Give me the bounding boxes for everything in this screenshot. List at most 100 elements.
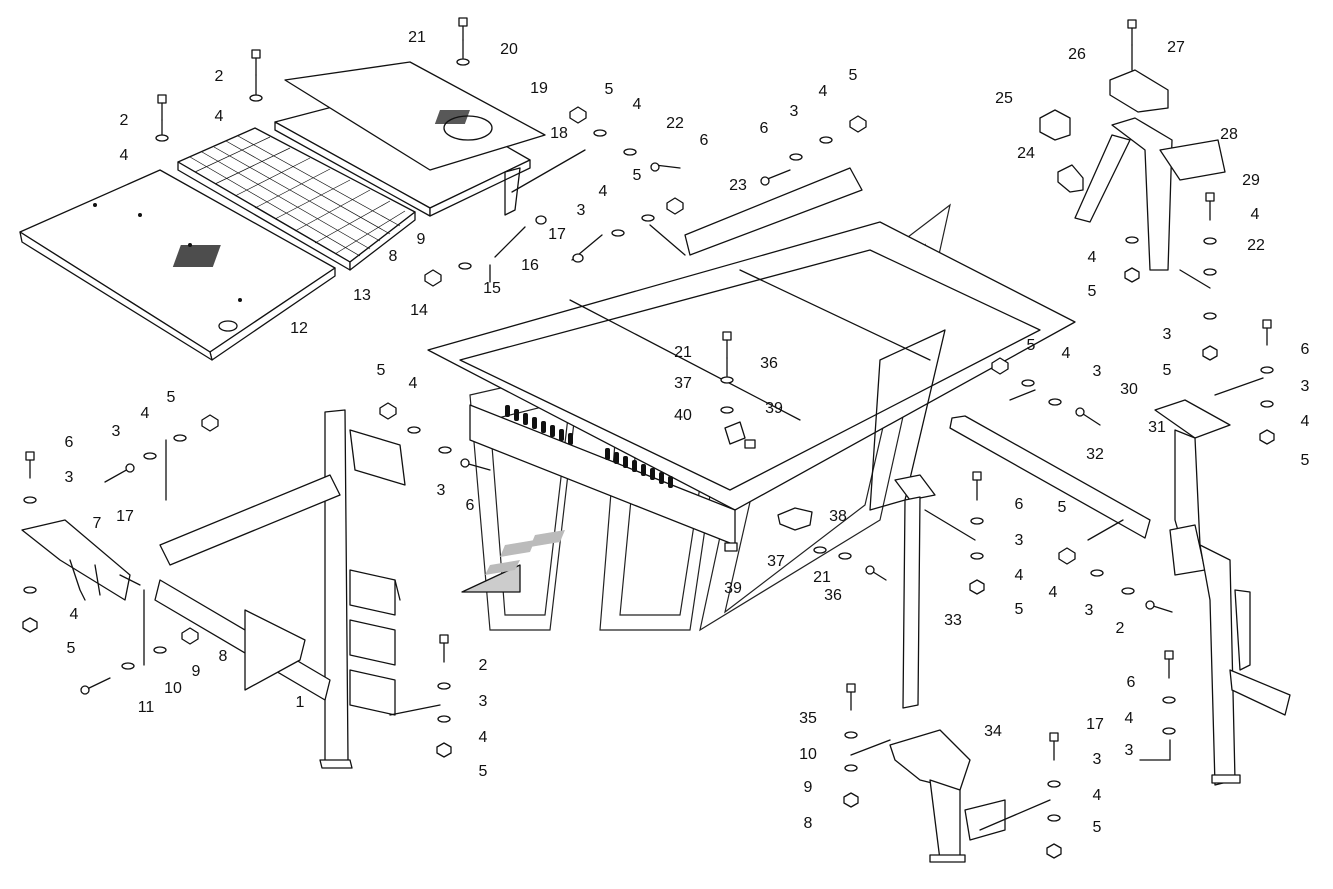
callout-14: 14 [410,302,428,319]
callout-21: 21 [408,29,426,46]
callout-2: 2 [120,112,129,129]
callout-3: 3 [577,202,586,219]
callout-2: 2 [215,68,224,85]
callout-9: 9 [192,663,201,680]
callout-5: 5 [1093,819,1102,836]
callout-3: 3 [1163,326,1172,343]
callout-15: 15 [483,280,501,297]
callout-20: 20 [500,41,518,58]
callout-5: 5 [67,640,76,657]
callout-8: 8 [219,648,228,665]
crossbar-32 [949,415,1151,539]
callout-4: 4 [1049,584,1058,601]
callout-4: 4 [633,96,642,113]
callout-22: 22 [666,115,684,132]
callout-5: 5 [1058,499,1067,516]
callout-36: 36 [760,355,778,372]
callout-5: 5 [1027,337,1036,354]
callout-2: 2 [1116,620,1125,637]
callout-37: 37 [767,553,785,570]
callout-9: 9 [804,779,813,796]
callout-24: 24 [1017,145,1035,162]
callout-17: 17 [1086,716,1104,733]
bracket-34 [889,729,1006,863]
callout-6: 6 [65,434,74,451]
callout-10: 10 [799,746,817,763]
side-frame-1 [154,409,406,769]
callout-6: 6 [466,497,475,514]
grating-13 [177,127,416,271]
callout-3: 3 [437,482,446,499]
callout-5: 5 [1088,283,1097,300]
callout-3: 3 [112,423,121,440]
callout-11: 11 [138,699,155,716]
bracket-7 [21,519,131,601]
callout-19: 19 [530,80,548,97]
callout-17: 17 [548,226,566,243]
callout-33: 33 [944,612,962,629]
main-frame-14 [427,221,1076,546]
callout-2: 2 [479,657,488,674]
callout-4: 4 [479,729,488,746]
callout-17: 17 [116,508,134,525]
callout-3: 3 [65,469,74,486]
bracket-38 [777,507,813,531]
callout-7: 7 [93,515,102,532]
side-frame-31 [1154,399,1291,786]
callout-21: 21 [813,569,831,586]
callout-3: 3 [1093,751,1102,768]
callout-4: 4 [215,108,224,125]
callout-21: 21 [674,344,692,361]
callout-3: 3 [1301,378,1310,395]
callout-8: 8 [804,815,813,832]
callout-5: 5 [1163,362,1172,379]
callout-3: 3 [1015,532,1024,549]
callout-5: 5 [377,362,386,379]
callout-27: 27 [1167,39,1185,56]
callout-6: 6 [760,120,769,137]
callout-4: 4 [141,405,150,422]
callout-5: 5 [479,763,488,780]
callout-39: 39 [765,400,783,417]
callout-3: 3 [790,103,799,120]
callout-32: 32 [1086,446,1104,463]
callout-29: 29 [1242,172,1260,189]
callout-labels: 2424212019181312981516173455422663452314… [65,29,1310,836]
callout-3: 3 [1093,363,1102,380]
callout-4: 4 [409,375,418,392]
callout-3: 3 [1125,742,1134,759]
cap-25 [1039,109,1071,141]
callout-12: 12 [290,320,308,337]
callout-13: 13 [353,287,371,304]
callout-5: 5 [167,389,176,406]
callout-5: 5 [849,67,858,84]
callout-4: 4 [1015,567,1024,584]
callout-4: 4 [1125,710,1134,727]
callout-3: 3 [1085,602,1094,619]
post-33 [894,474,936,709]
crossbar-23 [684,167,863,256]
callout-4: 4 [1062,345,1071,362]
fasteners [22,17,1275,859]
callout-4: 4 [819,83,828,100]
callout-38: 38 [829,508,847,525]
callout-30: 30 [1120,381,1138,398]
callout-4: 4 [1093,787,1102,804]
callout-6: 6 [700,132,709,149]
callout-35: 35 [799,710,817,727]
callout-4: 4 [1251,206,1260,223]
callout-26: 26 [1068,46,1086,63]
cap-26 [1109,69,1169,113]
callout-6: 6 [1301,341,1310,358]
callout-31: 31 [1148,419,1166,436]
callout-10: 10 [164,680,182,697]
base-plate-12 [19,169,336,361]
support-28 [1074,117,1226,271]
callout-8: 8 [389,248,398,265]
callout-22: 22 [1247,237,1265,254]
callout-5: 5 [1301,452,1310,469]
callout-39: 39 [724,580,742,597]
callout-28: 28 [1220,126,1238,143]
callout-4: 4 [70,606,79,623]
